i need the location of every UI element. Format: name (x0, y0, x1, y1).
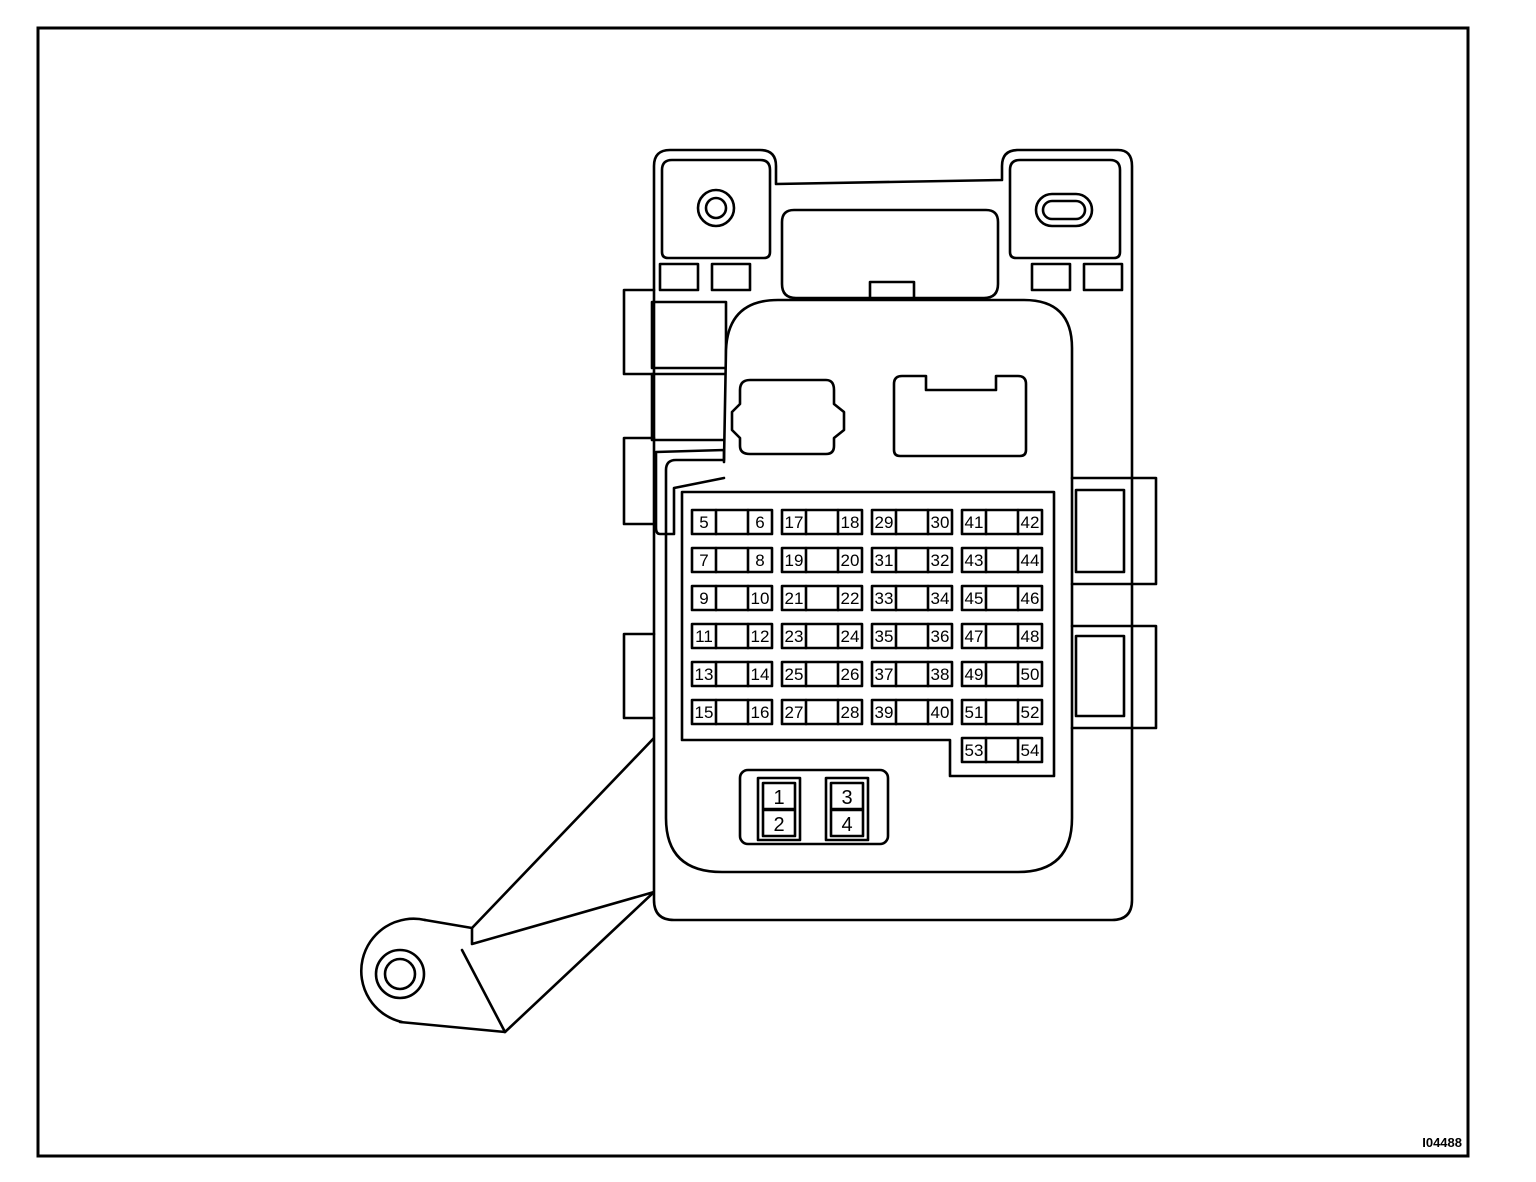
fuse-number-right: 48 (1021, 627, 1040, 646)
mounting-bracket (359, 736, 656, 1034)
fuse-slot: 23 24 (780, 622, 864, 650)
fuse-slot: 9 10 (690, 584, 774, 612)
fuse-number-left: 9 (699, 589, 708, 608)
fuse-number-left: 27 (785, 703, 804, 722)
fuse-number-right: 22 (841, 589, 860, 608)
fuse-number-left: 19 (785, 551, 804, 570)
figure-number: I04488 (1422, 1135, 1462, 1150)
fuse-number-right: 50 (1021, 665, 1040, 684)
top-center-connector (780, 208, 1000, 300)
fuse-number-left: 23 (785, 627, 804, 646)
fuse-number-left: 29 (875, 513, 894, 532)
fuse-number-right: 10 (751, 589, 770, 608)
fuse-slot: 29 30 (870, 508, 954, 536)
fuse-number-right: 26 (841, 665, 860, 684)
fuse-number-right: 28 (841, 703, 860, 722)
fuse-slot: 27 28 (780, 698, 864, 726)
fuse-number-right: 36 (931, 627, 950, 646)
fuse-number-right: 30 (931, 513, 950, 532)
fuse-number-right: 38 (931, 665, 950, 684)
fuse-number-right: 40 (931, 703, 950, 722)
fuse-slot: 21 22 (780, 584, 864, 612)
relay-socket-right (892, 374, 1028, 458)
fuse-number-right: 24 (841, 627, 860, 646)
fuse-slot: 41 42 (960, 508, 1044, 536)
fuse-number-left: 15 (695, 703, 714, 722)
fuse-slot: 39 40 (870, 698, 954, 726)
fuse-number-right: 6 (755, 513, 764, 532)
fuse-slot: 37 38 (870, 660, 954, 688)
fuse-slot: 25 26 (780, 660, 864, 688)
figure-frame (36, 26, 1470, 1158)
fuse-number-right: 8 (755, 551, 764, 570)
fuse-number-left: 11 (695, 627, 713, 646)
fuse-slot: 33 34 (870, 584, 954, 612)
fuse-number-left: 33 (875, 589, 894, 608)
fuse-number-left: 5 (699, 513, 708, 532)
fuse-slot: 11 12 (690, 622, 774, 650)
fuse-number-left: 7 (699, 551, 708, 570)
fuse-number-right: 14 (751, 665, 770, 684)
fuse-number-left: 51 (965, 703, 984, 722)
fuse-number-left: 25 (785, 665, 804, 684)
fuse-number-right: 12 (751, 627, 770, 646)
right-side-tabs (1070, 476, 1158, 730)
fuse-number-right: 20 (841, 551, 860, 570)
top-left-mount (658, 158, 772, 292)
fuse-slot: 31 32 (870, 546, 954, 574)
fuse-number-left: 45 (965, 589, 984, 608)
fuse-number-left: 43 (965, 551, 984, 570)
relay-block: 1 2 3 4 (738, 768, 890, 846)
fuse-number-right: 16 (751, 703, 770, 722)
fuse-number-right: 32 (931, 551, 950, 570)
fuse-slot: 35 36 (870, 622, 954, 650)
fuse-slot: 47 48 (960, 622, 1044, 650)
fuse-number-right: 42 (1021, 513, 1040, 532)
fuse-slot: 43 44 (960, 546, 1044, 574)
fuse-number-right: 44 (1021, 551, 1040, 570)
fuse-block (680, 490, 1056, 778)
fuse-number-right: 46 (1021, 589, 1040, 608)
fuse-slot: 53 54 (960, 736, 1044, 764)
relay-2-label: 2 (773, 814, 784, 836)
fuse-number-right: 34 (931, 589, 950, 608)
fuse-number-left: 31 (875, 551, 894, 570)
fuse-panel (654, 298, 1074, 874)
fuse-number-right: 18 (841, 513, 860, 532)
fuse-slot: 49 50 (960, 660, 1044, 688)
fuse-number-left: 17 (785, 513, 804, 532)
fuse-number-right: 52 (1021, 703, 1040, 722)
relay-4-label: 4 (841, 814, 852, 836)
relay-socket-left (730, 378, 846, 456)
fuse-slot: 45 46 (960, 584, 1044, 612)
fuse-number-left: 49 (965, 665, 984, 684)
fuse-slot: 51 52 (960, 698, 1044, 726)
fuse-number-right: 54 (1021, 741, 1040, 760)
fuse-number-left: 53 (965, 741, 984, 760)
fuse-number-left: 21 (785, 589, 804, 608)
relay-1-label: 1 (773, 787, 784, 809)
fuse-number-left: 39 (875, 703, 894, 722)
top-right-mount (1008, 158, 1124, 292)
fuse-number-left: 35 (875, 627, 894, 646)
fuse-number-left: 47 (965, 627, 984, 646)
relay-3-label: 3 (841, 787, 852, 809)
fuse-number-left: 13 (695, 665, 714, 684)
fuse-number-left: 37 (875, 665, 894, 684)
fuse-number-left: 41 (965, 513, 984, 532)
fuse-slot: 13 14 (690, 660, 774, 688)
